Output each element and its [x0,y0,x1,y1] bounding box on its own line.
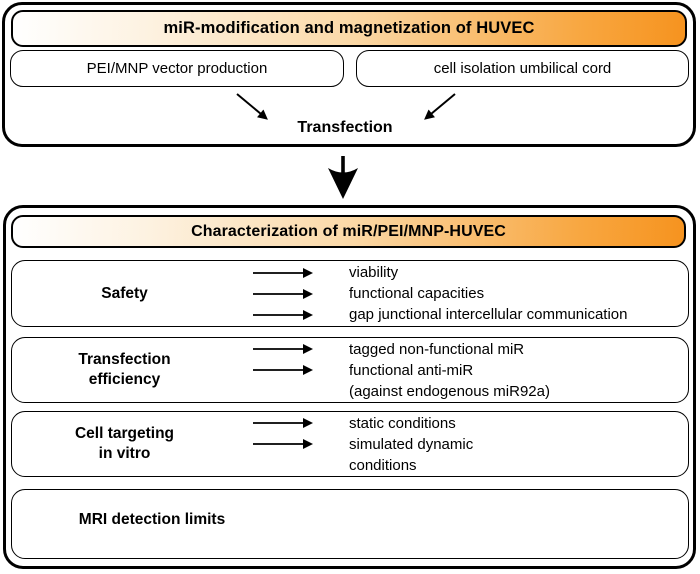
item-text: static conditions [349,414,456,432]
row-mri-detection: MRI detection limits [11,489,689,559]
section-header-bar: Characterization of miR/PEI/MNP-HUVEC [11,215,686,248]
cell-isolation-box: cell isolation umbilical cord [356,50,689,87]
cell-isolation-label: cell isolation umbilical cord [433,60,612,77]
item-text: (against endogenous miR92a) [349,382,550,400]
vector-production-box: PEI/MNP vector production [10,50,344,87]
section-characterization: Characterization of miR/PEI/MNP-HUVEC Sa… [3,205,696,569]
row-cell-targeting: Cell targeting in vitro static condition… [11,411,689,477]
arrow-right-icon [253,365,313,375]
arrow-right-icon [253,288,313,299]
arrow-down-right-icon [236,93,268,120]
list-item: simulated dynamic [237,434,473,455]
list-item: static conditions [237,413,473,434]
list-item: gap junctional intercellular communicati… [237,304,627,325]
item-text: functional capacities [349,285,485,302]
list-item: tagged non-functional miR [237,339,550,360]
arrow-right-icon [253,344,313,354]
row-label: Safety [101,284,148,302]
row-transfection-efficiency: Transfection efficiency tagged non-funct… [11,337,689,403]
section-title: miR-modification and magnetization of HU… [163,19,535,37]
list-item: functional anti-miR [237,360,550,381]
row-items: tagged non-functional miR functional ant… [237,339,550,402]
arrow-down-left-icon [424,93,456,120]
list-item: viability [237,262,627,283]
item-text: functional anti-miR [349,361,474,379]
arrow-right-icon [253,439,313,449]
row-items: viability functional capacities gap junc… [237,262,627,325]
row-label: MRI detection limits [78,511,226,528]
row-items: static conditions simulated dynamic cond… [237,413,473,476]
section-modification: miR-modification and magnetization of HU… [2,2,696,147]
item-text: gap junctional intercellular communicati… [349,306,628,323]
arrow-right-icon [253,418,313,428]
row-label: Cell targeting in vitro [74,425,175,462]
arrow-down-icon [328,156,358,199]
arrow-right-icon [253,267,313,278]
list-item: conditions [237,455,473,476]
section-header-bar: miR-modification and magnetization of HU… [11,10,687,47]
list-item: functional capacities [237,283,627,304]
list-item: (against endogenous miR92a) [237,381,550,402]
item-text: conditions [349,456,417,474]
arrow-right-icon [253,309,313,320]
row-safety: Safety viability functional capacities g… [11,260,689,327]
item-text: tagged non-functional miR [349,340,525,358]
item-text: viability [349,264,399,281]
item-text: simulated dynamic [349,435,474,453]
row-label: Transfection efficiency [78,351,171,388]
vector-production-label: PEI/MNP vector production [86,60,268,77]
section-title: Characterization of miR/PEI/MNP-HUVEC [191,222,506,240]
transfection-label: Transfection [297,119,393,136]
